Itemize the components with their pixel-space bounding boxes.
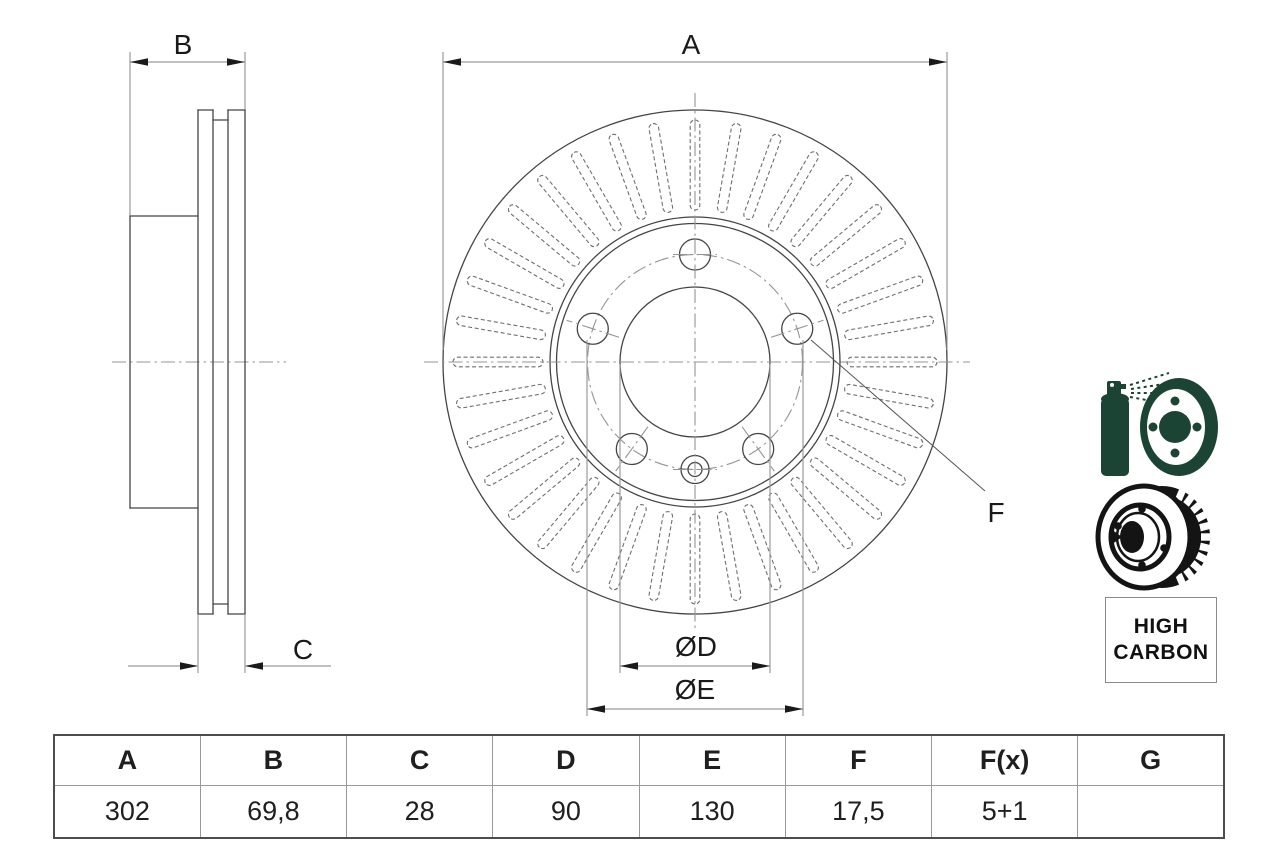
dimension-table-value-row: 302 69,8 28 90 130 17,5 5+1: [53, 785, 1225, 839]
header-cell-f: F: [784, 734, 933, 786]
dimension-c: C: [128, 614, 331, 673]
high-carbon-badge: HIGH CARBON: [1105, 597, 1217, 683]
header-cell-a: A: [53, 734, 201, 786]
bolt-hole: [781, 312, 814, 345]
dimension-d-label: ØD: [675, 631, 717, 662]
dimension-a: A: [442, 29, 948, 350]
dimension-table-header-row: A B C D E F F(x) G: [53, 734, 1225, 786]
bolt-hole: [576, 312, 609, 345]
dimension-f-label: F: [987, 497, 1004, 528]
header-cell-b: B: [199, 734, 348, 786]
section-view: [112, 109, 286, 615]
dimension-b: B: [129, 29, 246, 215]
bolt-holes: [576, 238, 814, 466]
badge-line1: HIGH: [1133, 615, 1189, 638]
front-view: [424, 93, 970, 630]
dimension-c-label: C: [293, 634, 313, 665]
value-cell-b: 69,8: [199, 785, 348, 839]
dimension-e: ØE: [586, 340, 804, 716]
dimension-b-label: B: [174, 29, 193, 60]
dimension-table: A B C D E F F(x) G 302 69,8 28 90 130 17…: [53, 734, 1225, 839]
header-cell-c: C: [345, 734, 494, 786]
bolt-hole: [742, 432, 775, 466]
value-cell-f: 17,5: [784, 785, 933, 839]
value-cell-g: [1077, 785, 1225, 839]
bolt-hole: [615, 432, 648, 466]
vent-edge-slots: [1175, 488, 1211, 586]
dimension-e-label: ØE: [675, 674, 715, 705]
dimension-f-leader: F: [810, 339, 1005, 528]
header-cell-d: D: [492, 734, 640, 786]
coating-spray-icon: [1101, 372, 1218, 476]
dimension-d: ØD: [619, 364, 771, 673]
value-cell-a: 302: [53, 785, 201, 839]
header-cell-fx: F(x): [930, 734, 1079, 786]
value-cell-d: 90: [492, 785, 640, 839]
bolt-hole-centermarks: [566, 253, 824, 472]
header-cell-g: G: [1077, 734, 1225, 786]
header-cell-e: E: [638, 734, 786, 786]
value-cell-c: 28: [345, 785, 494, 839]
value-cell-fx: 5+1: [930, 785, 1079, 839]
value-cell-e: 130: [638, 785, 786, 839]
badge-line2: CARBON: [1113, 641, 1209, 664]
vented-disc-icon: [1095, 483, 1211, 591]
dimension-a-label: A: [682, 29, 701, 60]
